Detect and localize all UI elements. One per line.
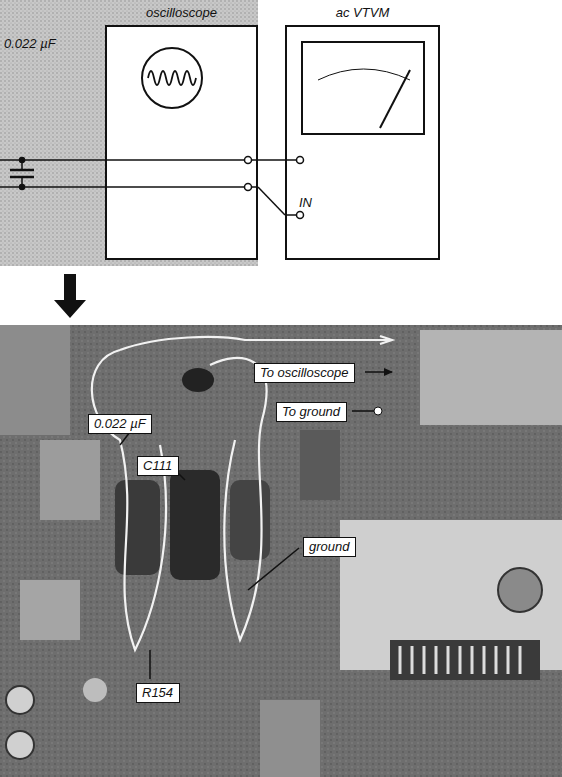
instrument-box: oscilloscope: [105, 25, 258, 260]
coil: [498, 568, 542, 612]
meter-scale: [318, 69, 410, 80]
capacitor-body: [230, 480, 270, 560]
trimmer: [6, 731, 34, 759]
component: [0, 325, 70, 435]
callout-box: 0.022 µF: [88, 414, 152, 434]
arrowhead: [384, 368, 393, 376]
leader-line: [248, 548, 299, 590]
component: [20, 580, 80, 640]
callout-box: To ground: [276, 402, 347, 422]
callout-label: C111: [143, 458, 173, 474]
component: [83, 678, 107, 702]
input-label: IN: [299, 195, 312, 211]
callout-label: To ground: [282, 404, 341, 420]
meter-needle: [380, 70, 410, 128]
test-lead: [258, 159, 285, 161]
instrument-title: ac VTVM: [277, 5, 448, 21]
terminal: [297, 212, 304, 219]
meter-window: [302, 42, 424, 134]
clip-lead: [210, 358, 266, 640]
scope-face: [107, 27, 256, 258]
callout-label: R154: [142, 685, 174, 701]
capacitor-body: [170, 470, 220, 580]
ground-point: [374, 407, 382, 415]
trimmer: [6, 686, 34, 714]
photo-ground: [0, 325, 562, 777]
capacitor-value: 0.022 µF: [4, 36, 56, 52]
instrument-title: oscilloscope: [97, 5, 266, 21]
clip-lead: [92, 350, 166, 650]
down-arrow: [54, 274, 86, 318]
callout-label: To oscilloscope: [260, 365, 349, 381]
wire: [0, 159, 245, 161]
capacitor-plate: [10, 169, 34, 172]
scope-screen: [142, 48, 202, 108]
waveform: [148, 71, 196, 85]
arrowhead: [380, 336, 392, 344]
wire: [0, 186, 245, 188]
test-lead: [258, 187, 285, 215]
component: [300, 430, 340, 500]
meter: [302, 42, 424, 134]
callout-box: To oscilloscope: [254, 363, 355, 383]
callout-box: ground: [303, 537, 356, 557]
leader-line: [352, 410, 374, 412]
instrument-box: ac VTVMIN: [285, 25, 440, 260]
connector: [390, 640, 540, 680]
terminal: [297, 157, 304, 164]
heat-sink: [420, 330, 562, 425]
screen-circle: [142, 48, 202, 108]
terminal: [245, 184, 252, 191]
shaded-panel: [0, 0, 258, 266]
junction-dot: [20, 158, 25, 163]
lead-wire: [120, 337, 392, 350]
terminal: [245, 157, 252, 164]
component: [40, 440, 100, 520]
callout-label: 0.022 µF: [94, 416, 146, 432]
callout-box: R154: [136, 683, 180, 703]
capacitor-body: [182, 368, 214, 392]
circuit-board-photo: [0, 325, 562, 777]
junction-dot: [20, 185, 25, 190]
callout-box: C111: [137, 456, 179, 476]
component: [260, 700, 320, 777]
callout-label: ground: [309, 539, 350, 555]
leader-line: [149, 650, 151, 679]
capacitor-body: [115, 480, 160, 575]
